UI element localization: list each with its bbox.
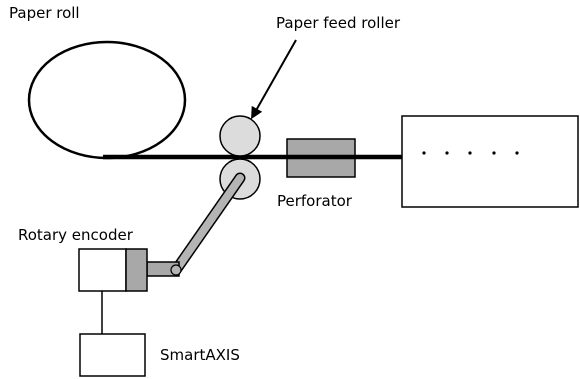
- perforation-dot: [515, 151, 519, 155]
- perforation-dot: [445, 151, 449, 155]
- arm-body: [172, 174, 244, 274]
- smartaxis-label: SmartAXIS: [160, 346, 240, 364]
- paper-roll-label: Paper roll: [9, 4, 80, 22]
- feed-roller-arrow-icon: [251, 39, 297, 120]
- rotary-encoder-flange: [125, 248, 148, 292]
- arm-joint: [170, 264, 182, 276]
- perforation-dot: [468, 151, 472, 155]
- perforation-dot: [422, 151, 426, 155]
- paper-feed-roller-label: Paper feed roller: [276, 14, 401, 32]
- paper-roll: [27, 40, 187, 160]
- rotary-encoder-body: [78, 248, 127, 292]
- output-paper: [401, 115, 579, 208]
- smartaxis-controller: [79, 333, 146, 377]
- rotary-encoder-label: Rotary encoder: [18, 226, 133, 244]
- perforator-label: Perforator: [277, 192, 352, 210]
- perforation-dot: [492, 151, 496, 155]
- upper-feed-roller: [219, 115, 261, 157]
